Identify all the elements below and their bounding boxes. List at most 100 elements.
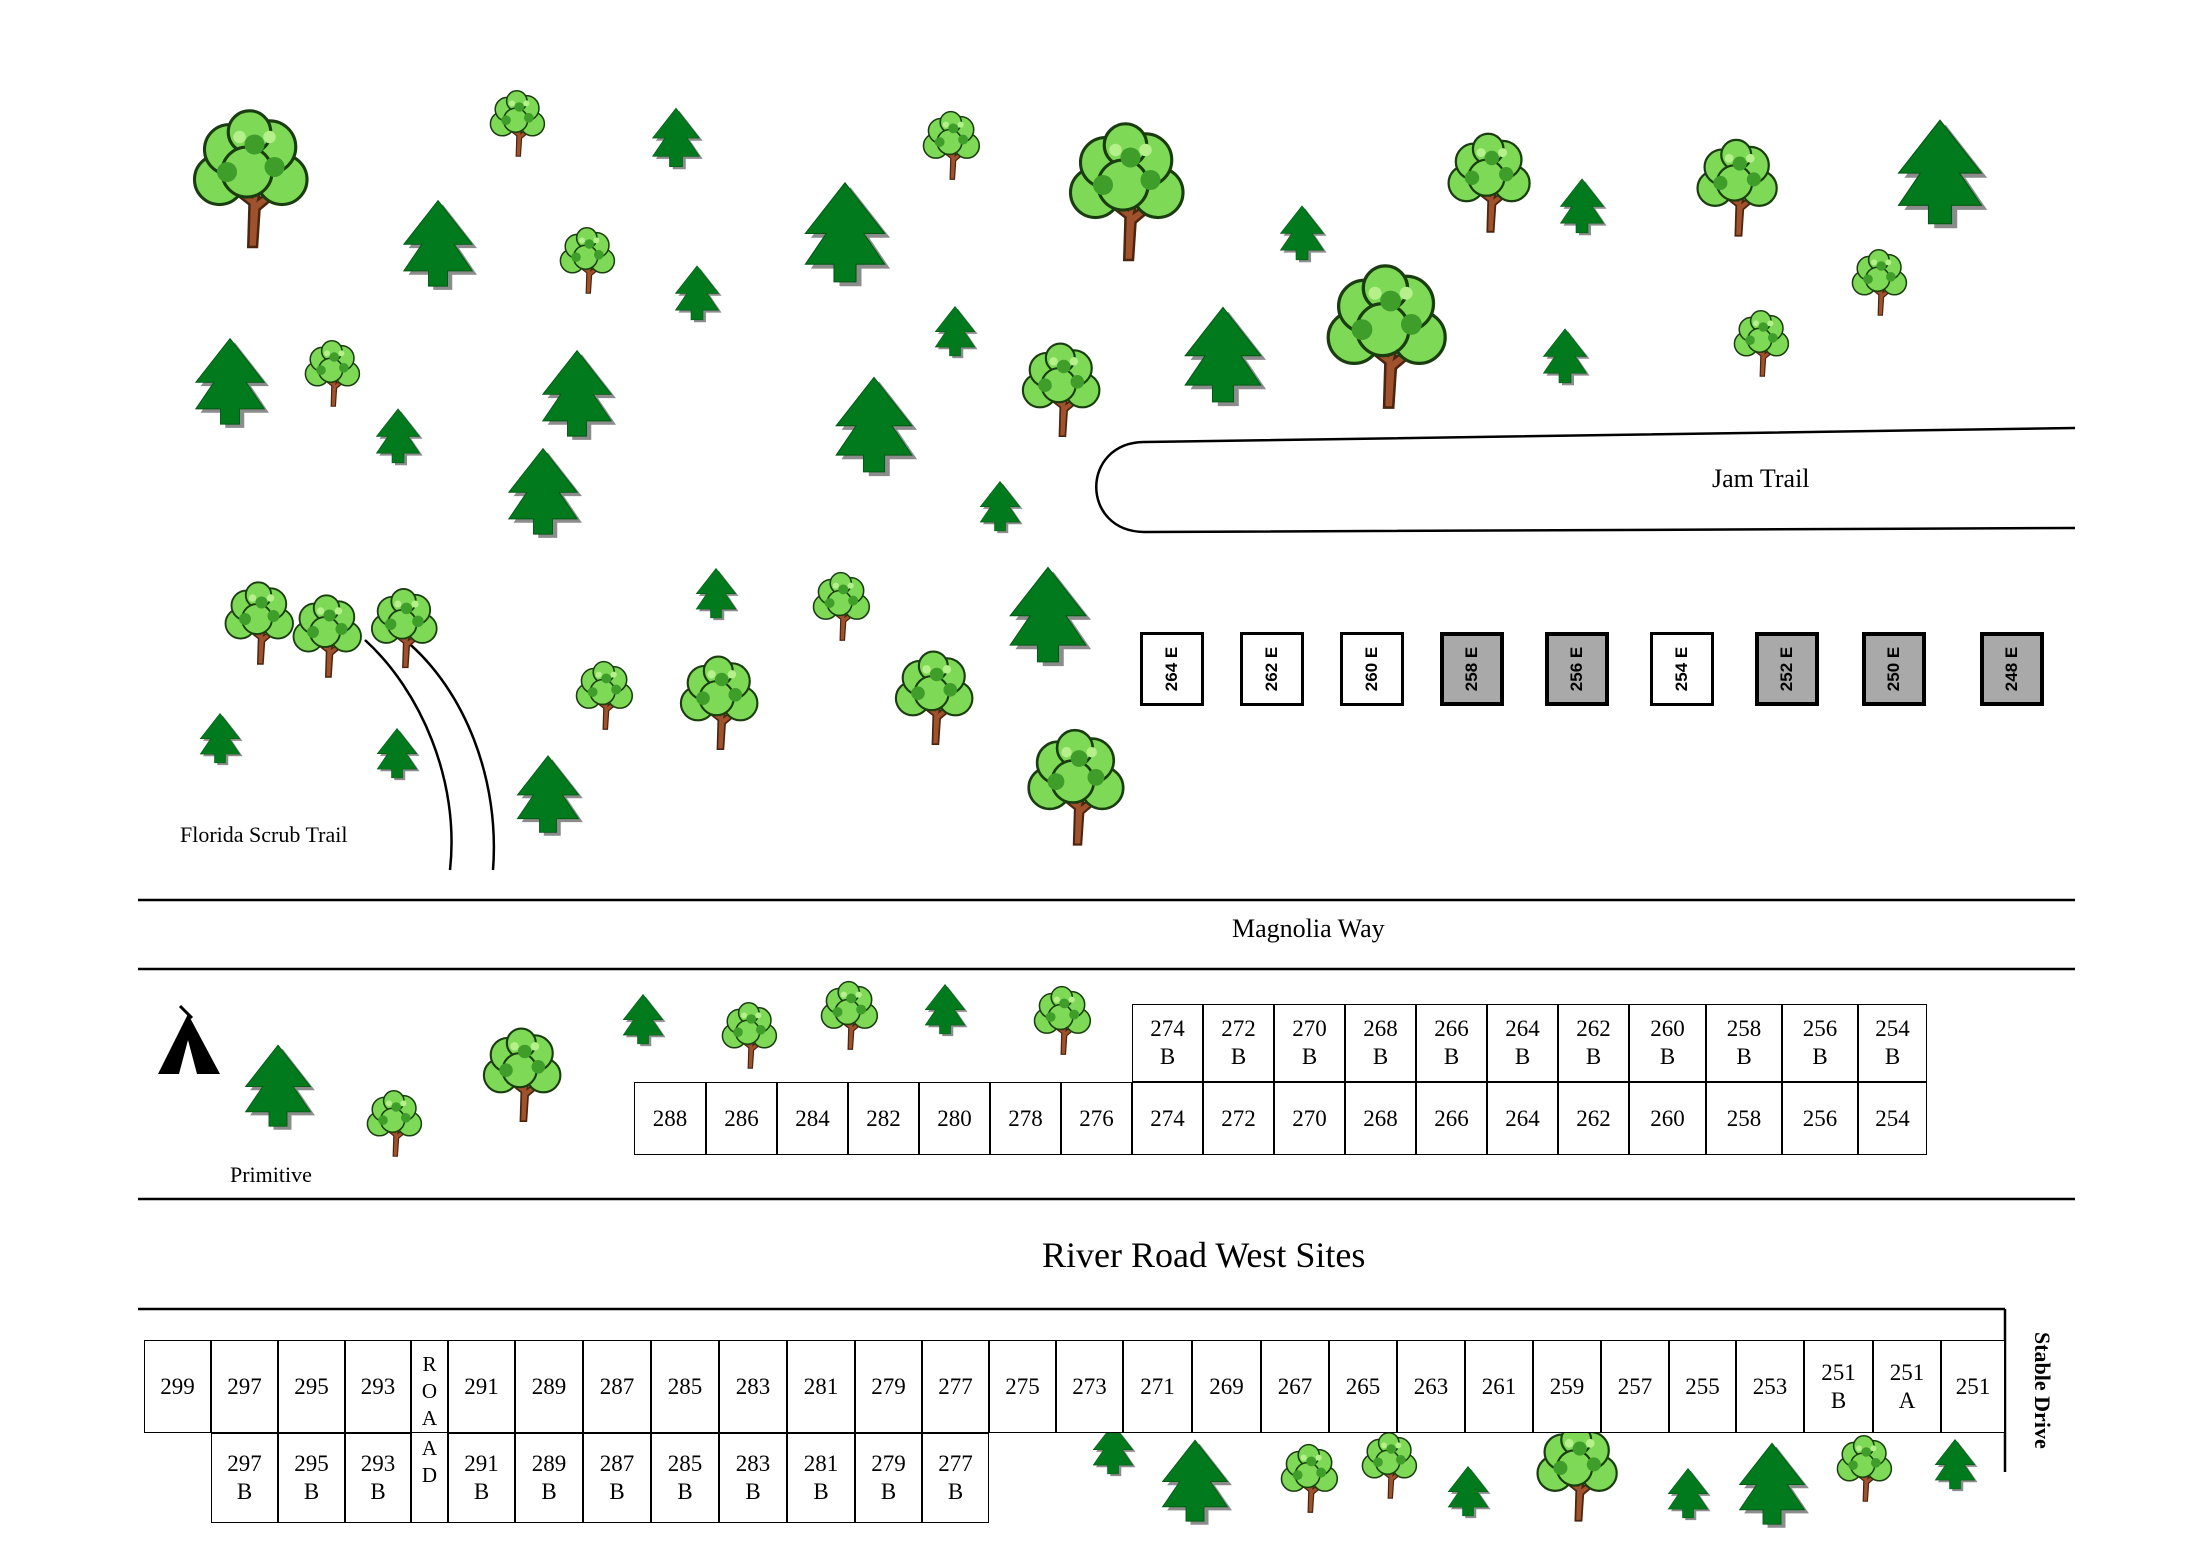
- river-road-site[interactable]: 263: [1397, 1340, 1465, 1433]
- river-road-site[interactable]: 299: [144, 1340, 211, 1433]
- magnolia-site[interactable]: 288: [634, 1082, 706, 1155]
- river-road-site[interactable]: 251: [1941, 1340, 2005, 1433]
- pine-tree-icon: [195, 338, 270, 429]
- pine-tree-icon: [1560, 178, 1607, 236]
- magnolia-site[interactable]: 280: [919, 1082, 990, 1155]
- river-road-site[interactable]: 253: [1736, 1340, 1804, 1433]
- river-road-site[interactable]: 257: [1601, 1340, 1669, 1433]
- magnolia-site[interactable]: 256: [1782, 1082, 1858, 1155]
- oak-tree-icon: [1733, 310, 1790, 377]
- electric-site[interactable]: 258 E: [1440, 632, 1504, 706]
- electric-site-label: 260 E: [1362, 646, 1381, 692]
- jam-trail-label: Jam Trail: [1712, 464, 1810, 493]
- river-road-site[interactable]: 267: [1261, 1340, 1329, 1433]
- oak-tree-icon: [1447, 132, 1531, 233]
- river-road-site[interactable]: 295: [278, 1340, 345, 1433]
- electric-site-label: 248 E: [2002, 646, 2021, 692]
- river-road-site[interactable]: 285: [651, 1340, 719, 1433]
- electric-site[interactable]: 254 E: [1650, 632, 1714, 706]
- road-divider-cell: ROAD: [411, 1340, 448, 1457]
- river-road-site[interactable]: 289: [515, 1340, 583, 1433]
- river-road-site[interactable]: 259: [1533, 1340, 1601, 1433]
- river-road-site[interactable]: 273: [1056, 1340, 1123, 1433]
- electric-site[interactable]: 250 E: [1862, 632, 1926, 706]
- electric-site-label: 264 E: [1162, 646, 1181, 692]
- magnolia-site[interactable]: 284: [777, 1082, 848, 1155]
- river-road-site[interactable]: 275: [989, 1340, 1056, 1433]
- oak-tree-icon: [812, 571, 871, 642]
- river-road-site[interactable]: 293: [345, 1340, 411, 1433]
- electric-site-label: 256 E: [1567, 646, 1586, 692]
- magnolia-site[interactable]: 264: [1487, 1082, 1558, 1155]
- magnolia-site[interactable]: 274: [1132, 1082, 1203, 1155]
- pine-tree-icon: [622, 994, 666, 1047]
- river-road-site[interactable]: 265: [1329, 1340, 1397, 1433]
- magnolia-site[interactable]: 286: [706, 1082, 777, 1155]
- river-road-site[interactable]: 277: [922, 1340, 989, 1433]
- florida-scrub-trail-path-left: [364, 639, 453, 871]
- magnolia-site[interactable]: 266: [1416, 1082, 1487, 1155]
- river-road-site[interactable]: 269: [1192, 1340, 1261, 1433]
- oak-tree-icon: [922, 110, 981, 181]
- electric-site[interactable]: 264 E: [1140, 632, 1204, 706]
- magnolia-site[interactable]: 278: [990, 1082, 1061, 1155]
- river-road-site[interactable]: 287: [583, 1340, 651, 1433]
- electric-site[interactable]: 256 E: [1545, 632, 1609, 706]
- magnolia-site[interactable]: 254: [1858, 1082, 1927, 1155]
- pine-tree-icon: [675, 265, 722, 323]
- oak-tree-icon: [489, 90, 546, 157]
- pine-tree-icon: [804, 182, 891, 287]
- magnolia-site[interactable]: 268: [1345, 1082, 1416, 1155]
- river-road-site[interactable]: 255: [1669, 1340, 1736, 1433]
- river-road-site[interactable]: 297: [211, 1340, 278, 1433]
- magnolia-site[interactable]: 262: [1558, 1082, 1629, 1155]
- magnolia-site[interactable]: 258: [1706, 1082, 1782, 1155]
- pine-tree-icon: [1184, 306, 1267, 407]
- river-road-site[interactable]: 261: [1465, 1340, 1533, 1433]
- river-road-site[interactable]: 283: [719, 1340, 787, 1433]
- electric-site[interactable]: 260 E: [1340, 632, 1404, 706]
- electric-site[interactable]: 262 E: [1240, 632, 1304, 706]
- magnolia-site[interactable]: 282: [848, 1082, 919, 1155]
- river-road-site[interactable]: 281: [787, 1340, 855, 1433]
- river-road-site[interactable]: 271: [1123, 1340, 1192, 1433]
- magnolia-site[interactable]: 276: [1061, 1082, 1132, 1155]
- tree-layer: [192, 90, 1988, 1529]
- electric-site[interactable]: 252 E: [1755, 632, 1819, 706]
- river-road-site[interactable]: 291: [448, 1340, 515, 1433]
- magnolia-site[interactable]: 260: [1629, 1082, 1706, 1155]
- magnolia-site[interactable]: 270: [1274, 1082, 1345, 1155]
- magnolia-site[interactable]: 272: [1203, 1082, 1274, 1155]
- oak-tree-icon: [304, 340, 361, 407]
- primitive-label: Primitive: [230, 1162, 312, 1187]
- river-road-site[interactable]: 279: [855, 1340, 922, 1433]
- electric-site[interactable]: 248 E: [1980, 632, 2044, 706]
